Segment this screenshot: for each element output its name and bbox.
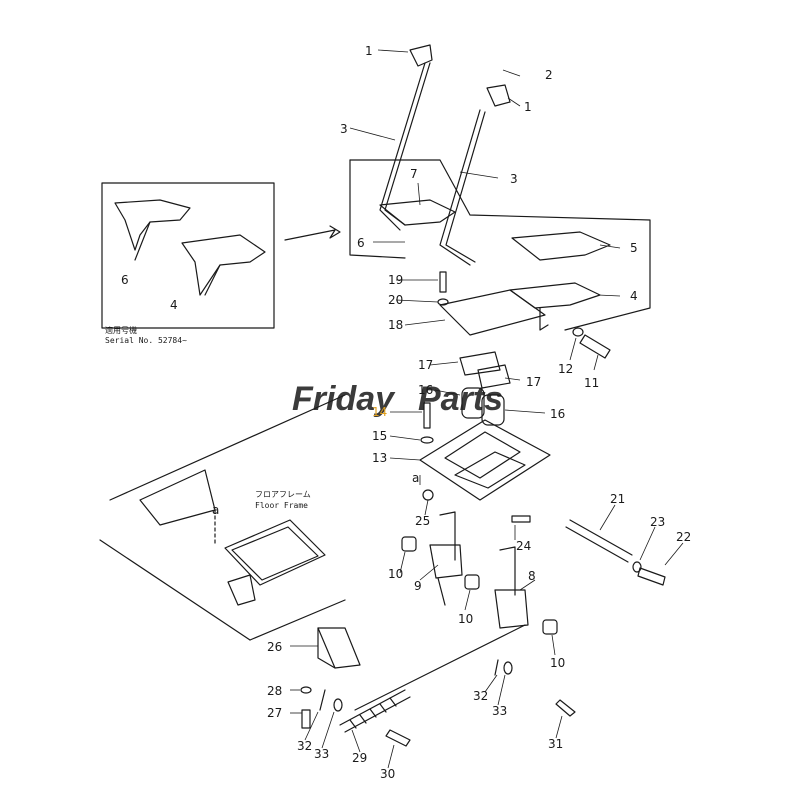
callout-18: 18 — [388, 318, 403, 332]
callout-4b: 4 — [170, 298, 178, 312]
shaft-21 — [565, 519, 633, 563]
callout-21: 21 — [610, 492, 625, 506]
ref-mark-a2: a — [412, 471, 419, 485]
callout-29: 29 — [352, 751, 367, 765]
callout-30: 30 — [380, 767, 395, 781]
link-rod — [354, 624, 526, 711]
callout-12: 12 — [558, 362, 573, 376]
callout-4a: 4 — [630, 289, 638, 303]
callout-labels: 1 1 2 3 3 7 6 5 4 6 4 19 20 18 12 11 17 … — [121, 44, 691, 781]
pad-17a — [459, 351, 501, 376]
bolt-11 — [579, 334, 611, 359]
inset-serial-jp: 適用号機 — [105, 325, 137, 335]
callout-1a: 1 — [365, 44, 373, 58]
callout-7: 7 — [410, 167, 418, 181]
floor-frame-jp: フロアフレーム — [255, 490, 311, 499]
ref-mark-a1: a — [212, 503, 219, 517]
callout-9: 9 — [414, 579, 422, 593]
callout-5: 5 — [630, 241, 638, 255]
callout-17b: 17 — [526, 375, 541, 389]
bushing-10a — [401, 536, 417, 552]
bolt-19 — [439, 271, 447, 293]
callout-13: 13 — [372, 451, 387, 465]
bushing-10b — [464, 574, 480, 590]
bolt-30 — [385, 729, 411, 747]
callout-6a: 6 — [357, 236, 365, 250]
pad-17b — [477, 364, 511, 389]
callout-3a: 3 — [340, 122, 348, 136]
callout-24: 24 — [516, 539, 531, 553]
callout-10c: 10 — [550, 656, 565, 670]
nut-25 — [422, 489, 434, 501]
callout-28: 28 — [267, 684, 282, 698]
callout-8: 8 — [528, 569, 536, 583]
callout-16a: 16 — [418, 383, 433, 397]
washer-28 — [300, 686, 312, 694]
callout-10a: 10 — [388, 567, 403, 581]
callout-17a: 17 — [418, 358, 433, 372]
callout-31: 31 — [548, 737, 563, 751]
callout-20: 20 — [388, 293, 403, 307]
pedal-7 — [379, 199, 456, 226]
lever-right — [439, 84, 511, 266]
pedal-5 — [511, 231, 611, 261]
inset-serial: Serial No. 52784~ — [105, 336, 187, 345]
spring-29 — [339, 689, 411, 733]
pedal-4 — [509, 282, 601, 331]
callout-1b: 1 — [524, 100, 532, 114]
pin-32a — [319, 689, 326, 711]
callout-25: 25 — [415, 514, 430, 528]
bolt-27 — [301, 709, 311, 729]
callout-6b: 6 — [121, 273, 129, 287]
lever-frame-outline — [349, 159, 651, 331]
washer-33a — [333, 698, 343, 712]
callout-15: 15 — [372, 429, 387, 443]
washer-12 — [572, 327, 584, 337]
bolt-14 — [423, 402, 431, 429]
washer-23 — [632, 561, 642, 573]
washer-33b — [503, 661, 513, 675]
bolt-31 — [555, 699, 576, 717]
watermark-logo: Friday Parts — [292, 380, 503, 418]
bolt-24 — [511, 515, 531, 523]
callout-33a: 33 — [314, 747, 329, 761]
bracket-8 — [494, 546, 529, 629]
callout-22: 22 — [676, 530, 691, 544]
callout-32b: 32 — [473, 689, 488, 703]
callout-10b: 10 — [458, 612, 473, 626]
plate-13 — [419, 419, 551, 501]
springs-16 — [461, 387, 505, 426]
callout-14: 14 — [372, 405, 387, 419]
callout-3b: 3 — [510, 172, 518, 186]
inset-box — [101, 182, 341, 329]
floor-frame-label: Floor Frame — [255, 501, 308, 510]
bolt-22 — [637, 567, 666, 586]
callout-32a: 32 — [297, 739, 312, 753]
bracket-26 — [317, 627, 361, 669]
callout-27: 27 — [267, 706, 282, 720]
plate-18 — [439, 289, 546, 336]
callout-11: 11 — [584, 376, 599, 390]
callout-26: 26 — [267, 640, 282, 654]
bracket-9 — [429, 511, 463, 606]
callout-16b: 16 — [550, 407, 565, 421]
floor-frame-outline — [99, 394, 346, 641]
washer-15 — [420, 436, 434, 444]
bushing-10c — [542, 619, 558, 635]
callout-23: 23 — [650, 515, 665, 529]
callout-33b: 33 — [492, 704, 507, 718]
callout-2: 2 — [545, 68, 553, 82]
watermark-left: Friday — [292, 380, 396, 418]
leader-lines — [290, 49, 684, 769]
callout-19: 19 — [388, 273, 403, 287]
watermark-right: Parts — [418, 380, 503, 418]
pin-32b — [494, 659, 499, 676]
